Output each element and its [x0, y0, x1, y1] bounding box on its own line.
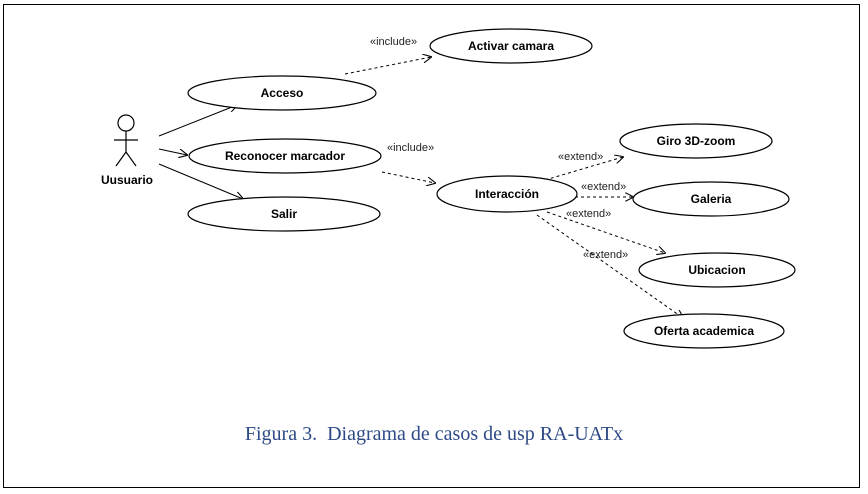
figure-caption: Figura 3. Diagrama de casos de usp RA-UA…	[244, 423, 624, 445]
use-case-label: Acceso	[261, 86, 304, 100]
actor-right-leg	[125, 151, 137, 167]
label-extend-3: «extend»	[566, 208, 611, 220]
use-case-label: Salir	[271, 207, 297, 221]
actor-head	[117, 114, 135, 132]
include-interaccion	[381, 171, 435, 183]
use-case-label: Oferta academica	[654, 324, 754, 338]
include-activar-camara	[344, 57, 431, 75]
use-case-ubicacion: Ubicacion	[638, 252, 796, 288]
use-case-oferta-academica: Oferta academica	[623, 313, 785, 349]
label-include-1: «include»	[370, 36, 417, 48]
use-case-acceso: Acceso	[187, 75, 377, 111]
figure-frame	[3, 4, 860, 488]
extend-ubicacion	[546, 211, 665, 253]
actor-left-leg	[115, 151, 127, 167]
label-extend-4: «extend»	[583, 249, 628, 261]
association-acceso	[158, 105, 237, 137]
association-salir	[158, 163, 243, 199]
use-case-salir: Salir	[187, 196, 381, 232]
use-case-reconocer-marcador: Reconocer marcador	[188, 138, 382, 174]
label-extend-1: «extend»	[558, 151, 603, 163]
label-include-2: «include»	[387, 142, 434, 154]
use-case-interaccion: Interacción	[436, 175, 578, 213]
actor-uusuario: Uusuario	[101, 114, 153, 187]
use-case-giro-3d-zoom: Giro 3D-zoom	[619, 123, 773, 159]
use-case-label: Interacción	[475, 187, 539, 201]
association-reconocer-marcador	[158, 148, 187, 155]
extend-giro-3d-zoom	[544, 157, 623, 181]
label-extend-2: «extend»	[581, 181, 626, 193]
use-case-galeria: Galeria	[632, 181, 790, 217]
use-case-label: Galeria	[691, 192, 732, 206]
use-case-label: Activar camara	[468, 39, 554, 53]
use-case-label: Reconocer marcador	[225, 149, 345, 163]
actor-label: Uusuario	[101, 173, 153, 187]
use-case-label: Giro 3D-zoom	[657, 134, 736, 148]
use-case-activar-camara: Activar camara	[429, 28, 593, 64]
use-case-label: Ubicacion	[688, 263, 745, 277]
